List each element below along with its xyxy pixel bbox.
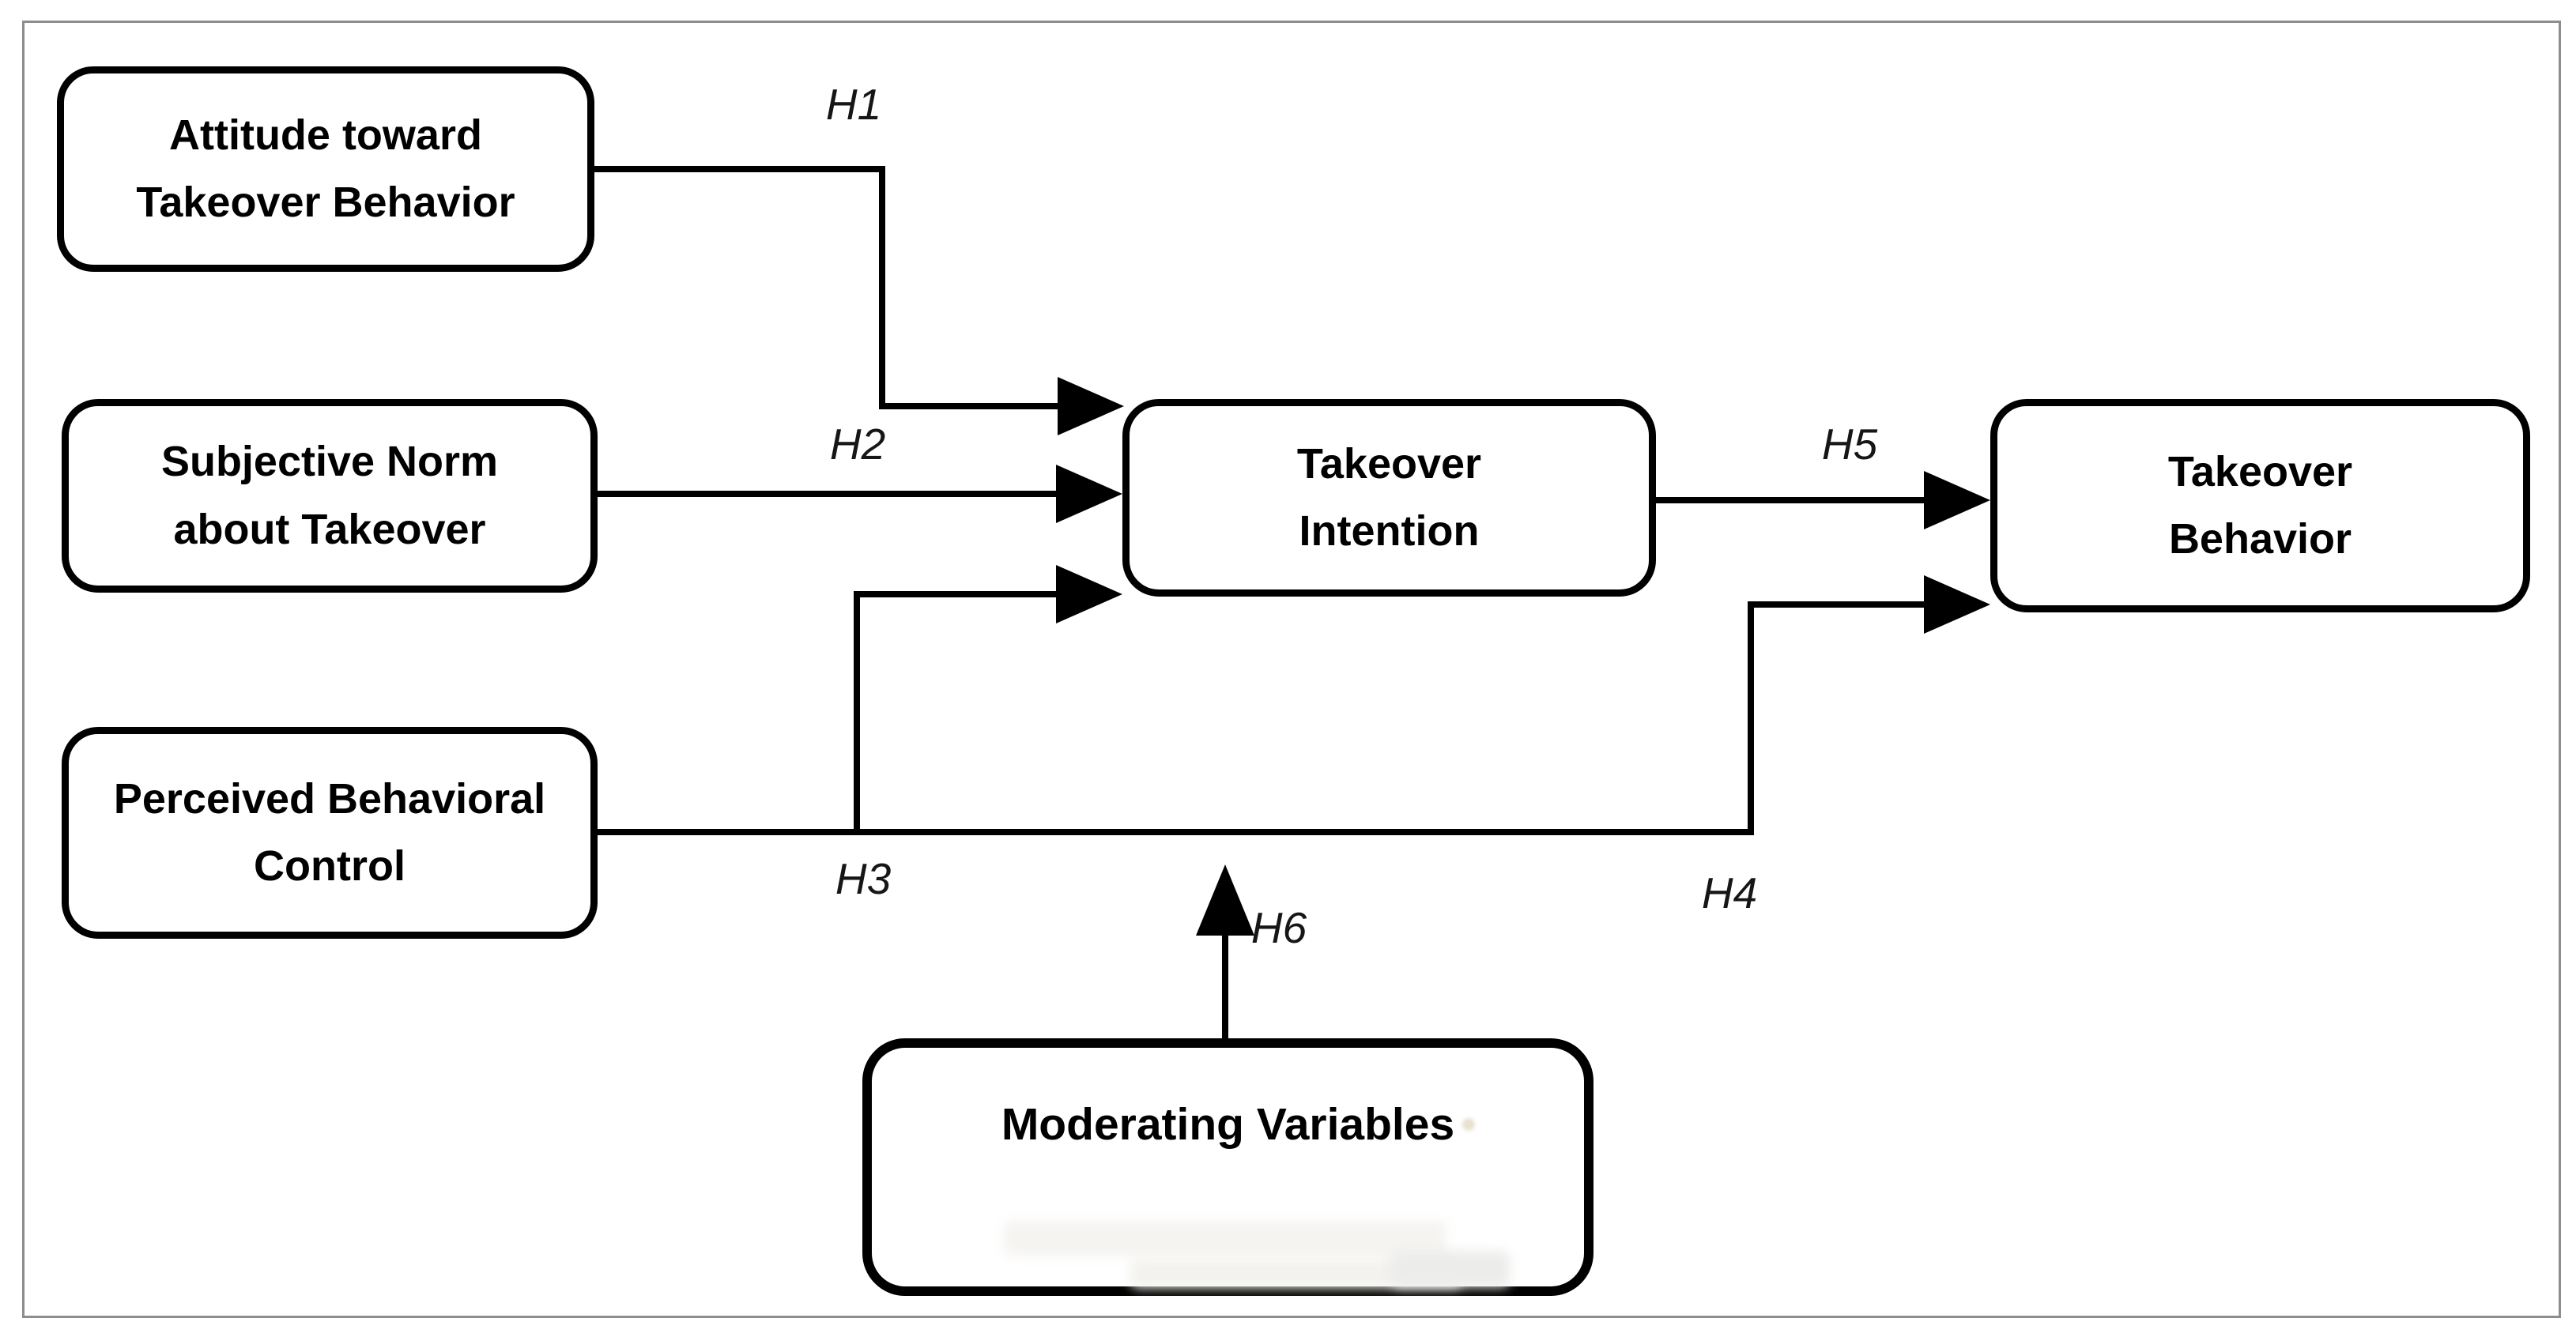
edge-label-h5: H5 xyxy=(1821,420,1878,469)
edge-label-h6: H6 xyxy=(1250,903,1307,952)
edge-h2-arrowhead-icon xyxy=(1056,465,1122,523)
edge-h4-arrowhead-icon xyxy=(1924,575,1990,634)
node-label: Attitude toward Takeover Behavior xyxy=(136,111,515,226)
edge-h6-arrowhead-icon xyxy=(1196,864,1254,936)
edge-label-h2: H2 xyxy=(829,420,886,469)
node-label: Takeover Intention xyxy=(1296,439,1482,555)
edge-h4-line xyxy=(598,601,1925,835)
edge-h1-line xyxy=(594,166,1059,409)
node-label: Subjective Norm about Takeover xyxy=(160,438,499,553)
edge-h3-line xyxy=(854,591,1059,832)
node-attitude-toward-takeover-behavior: Attitude toward Takeover Behavior xyxy=(57,66,594,272)
edge-h5-arrowhead-icon xyxy=(1924,471,1990,529)
edge-h3-arrowhead-icon xyxy=(1056,565,1122,623)
node-moderating-variables: Moderating Variables xyxy=(862,1038,1593,1296)
node-label: Takeover Behavior xyxy=(2167,447,2353,563)
node-perceived-behavioral-control: Perceived Behavioral Control xyxy=(62,727,598,939)
stray-dot-artifact xyxy=(1462,1118,1475,1131)
node-takeover-intention: Takeover Intention xyxy=(1122,399,1656,597)
edge-label-h3: H3 xyxy=(835,854,892,903)
edge-label-h1: H1 xyxy=(825,80,882,129)
node-label: Perceived Behavioral Control xyxy=(113,774,546,890)
edge-label-h4: H4 xyxy=(1701,868,1758,917)
edge-h1-arrowhead-icon xyxy=(1058,377,1124,435)
node-label: Moderating Variables xyxy=(1001,1099,1455,1150)
node-takeover-behavior: Takeover Behavior xyxy=(1990,399,2530,612)
node-subjective-norm-about-takeover: Subjective Norm about Takeover xyxy=(62,399,598,593)
page-border xyxy=(22,21,2561,1318)
